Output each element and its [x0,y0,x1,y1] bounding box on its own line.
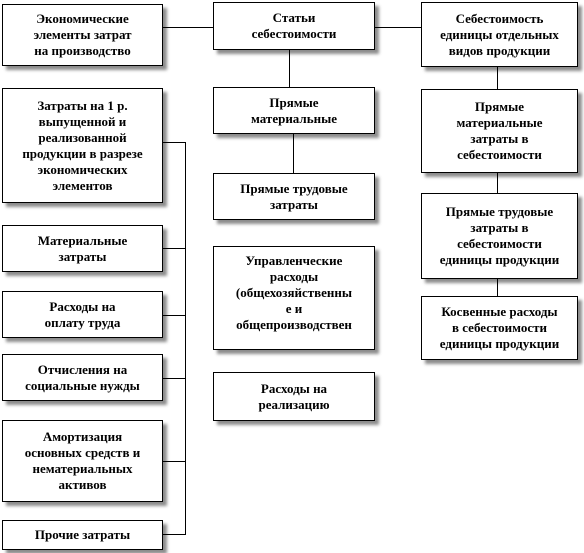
center-item-box-2: Прямые трудовые затраты [213,173,375,220]
left-header-label: Экономические элементы затрат на произво… [33,11,132,58]
right-item-label-1: Прямые материальные затраты в себестоимо… [456,99,543,162]
left-group-title-label: Затраты на 1 р. выпущенной и реализованн… [22,97,143,193]
left-item-box-3: Отчисления на социальные нужды [2,354,163,401]
left-item-label-1: Материальные затраты [37,232,128,264]
left-item-label-3: Отчисления на социальные нужды [25,361,140,393]
right-item-label-2: Прямые трудовые затраты в себестоимости … [439,204,560,267]
left-item-box-1: Материальные затраты [2,225,163,272]
right-header-box: Себестоимость единицы отдельных видов пр… [421,2,578,67]
left-item-box-2: Расходы на оплату труда [2,291,163,338]
right-item-label-3: Косвенные расходы в себестоимости единиц… [439,304,560,351]
right-item-box-1: Прямые материальные затраты в себестоимо… [421,89,578,173]
center-item-label-2: Прямые трудовые затраты [240,180,348,212]
left-header-box: Экономические элементы затрат на произво… [2,4,163,66]
left-item-label-5: Прочие затраты [34,527,131,542]
center-item-label-3: Управленческие расходы (общехозяйственны… [235,253,353,332]
center-item-label-4: Расходы на реализацию [258,380,330,412]
center-item-box-4: Расходы на реализацию [213,372,375,421]
left-item-box-4: Амортизация основных средств и нематериа… [2,420,163,502]
left-item-label-4: Амортизация основных средств и нематериа… [24,429,141,492]
center-item-box-3: Управленческие расходы (общехозяйственны… [213,246,375,350]
center-item-box-1: Прямые материальные [213,87,375,134]
right-header-label: Себестоимость единицы отдельных видов пр… [440,10,559,58]
center-header-box: Статьи себестоимости [213,2,375,50]
center-item-label-1: Прямые материальные [251,94,337,126]
left-group-title-box: Затраты на 1 р. выпущенной и реализованн… [2,88,163,203]
right-item-box-3: Косвенные расходы в себестоимости единиц… [421,296,578,360]
right-item-box-2: Прямые трудовые затраты в себестоимости … [421,193,578,279]
left-item-label-2: Расходы на оплату труда [44,298,121,330]
center-header-label: Статьи себестоимости [251,10,337,41]
left-item-box-5: Прочие затраты [2,520,163,550]
